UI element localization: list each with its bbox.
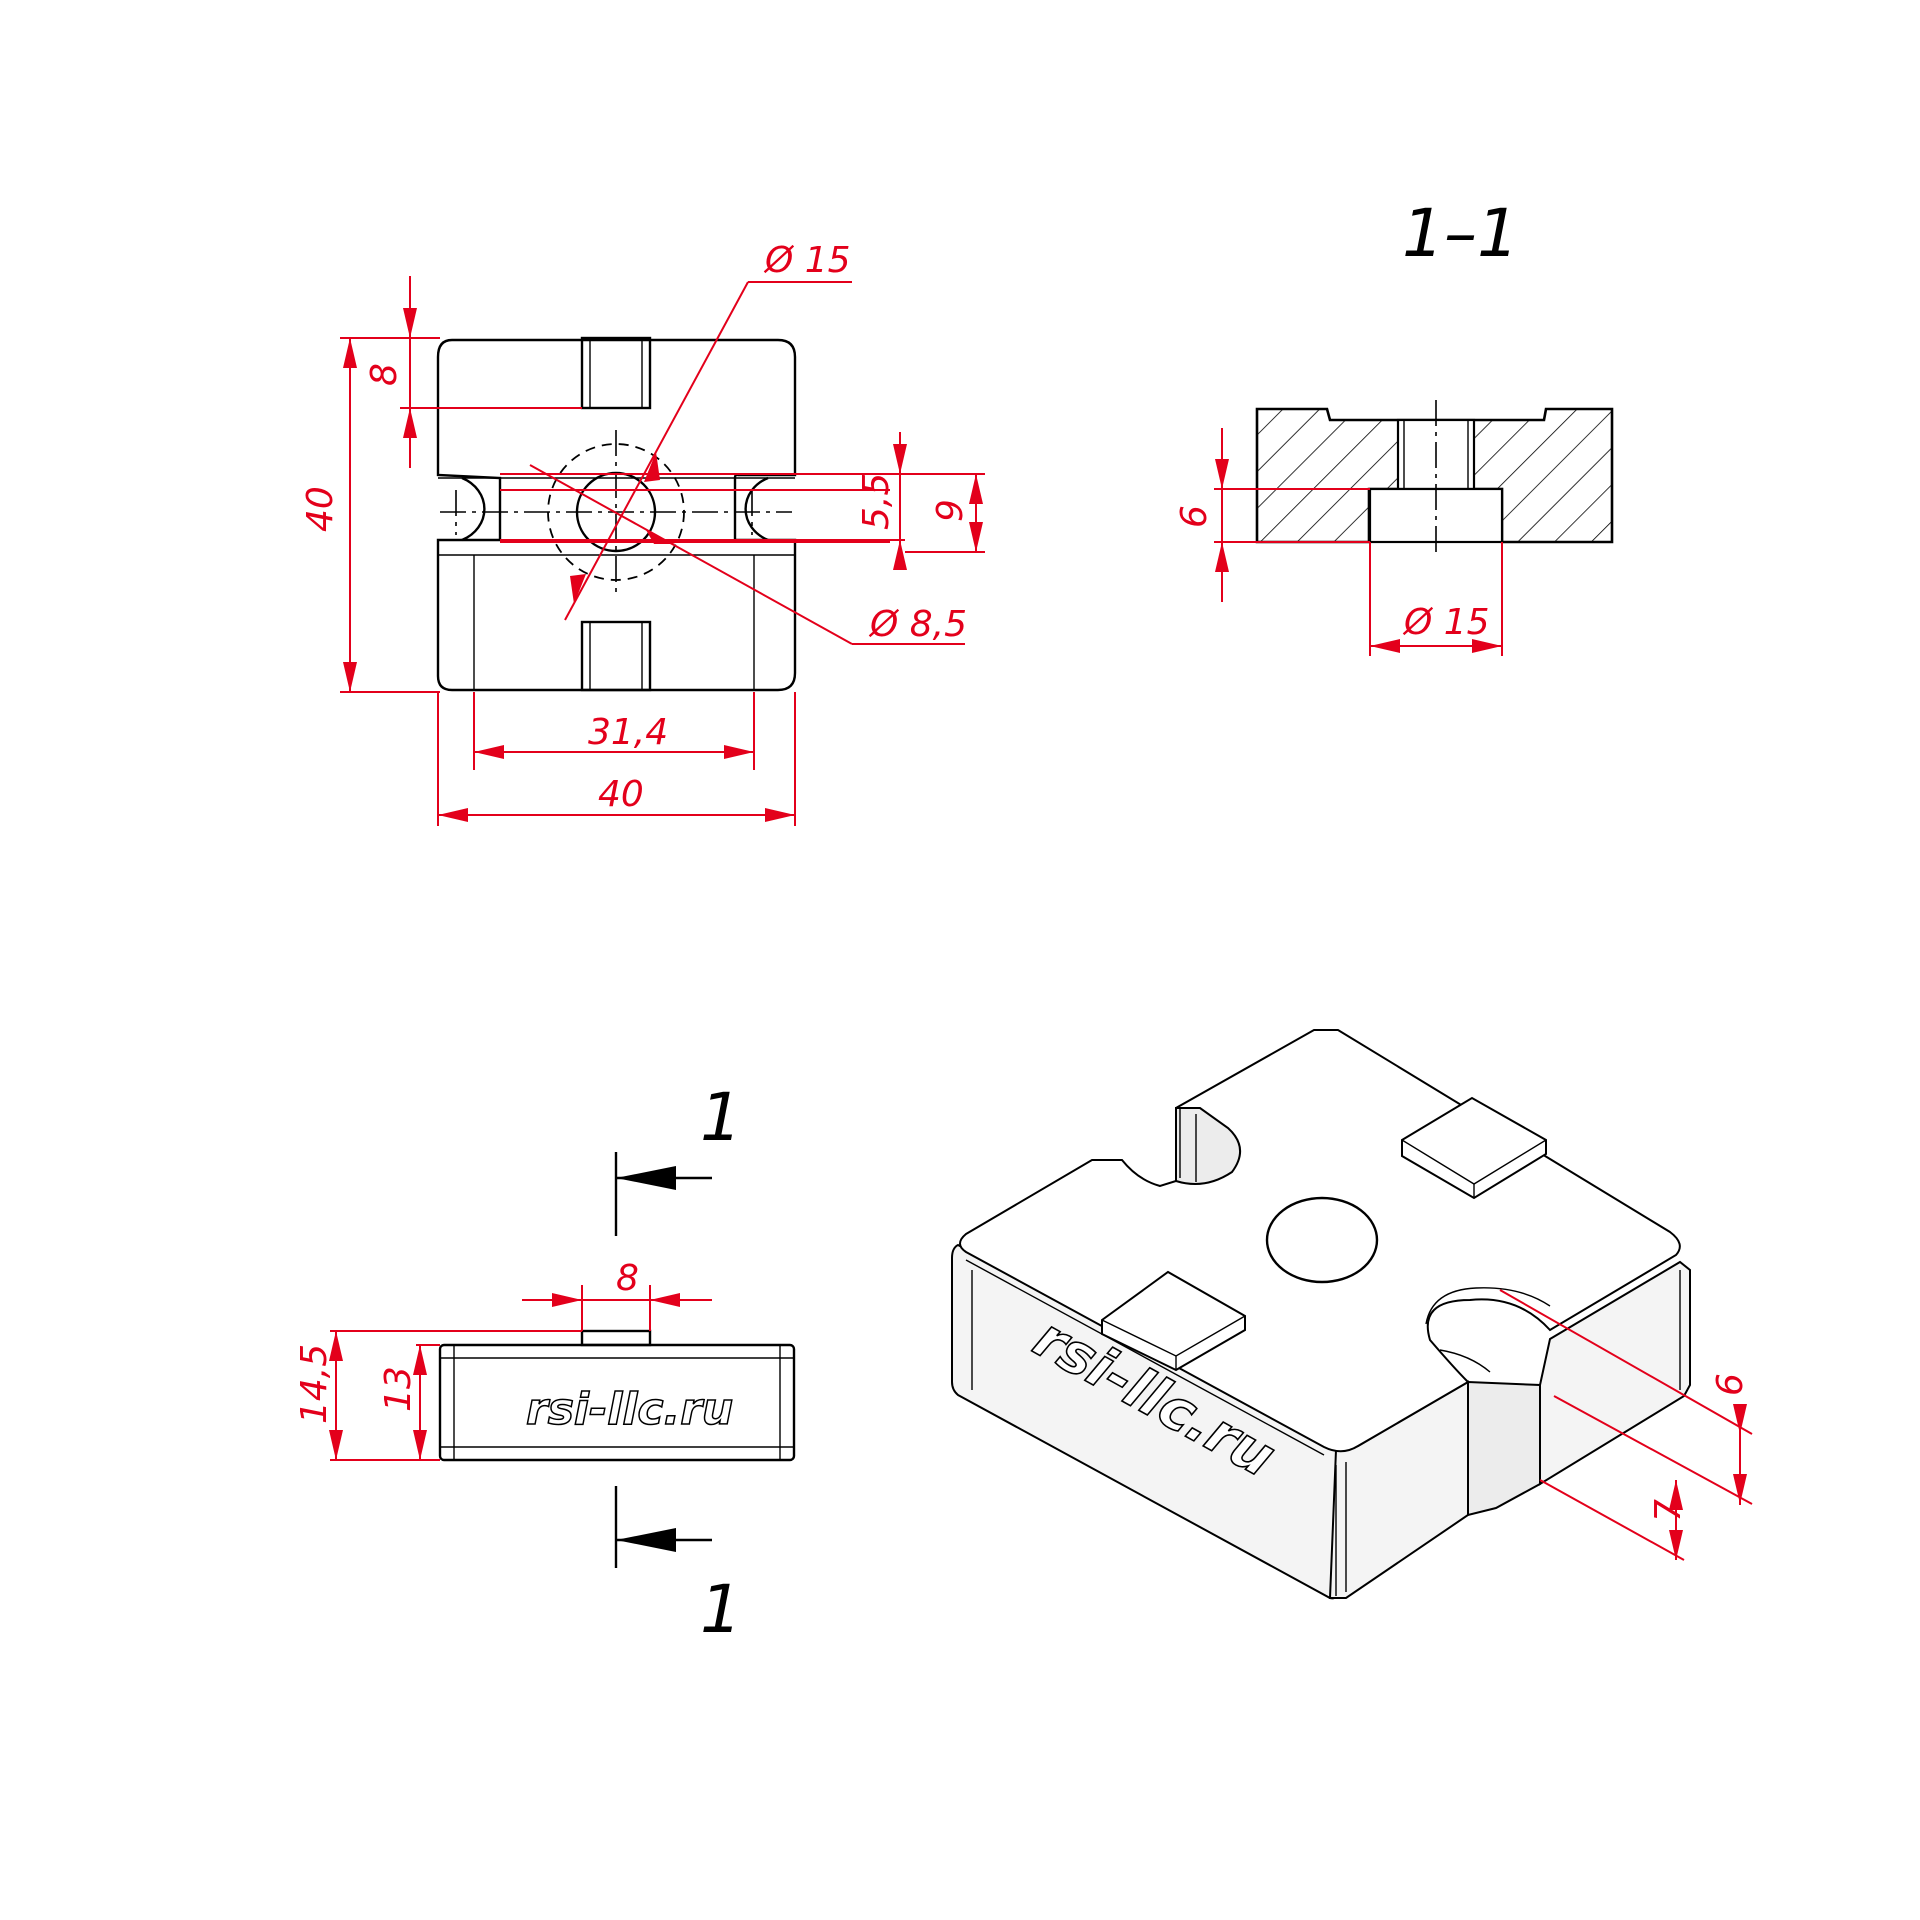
slot-end-right xyxy=(744,476,769,542)
section-mark-label-bottom: 1 xyxy=(700,1571,742,1648)
side-tab xyxy=(580,1329,652,1347)
dim-label-9: 9 xyxy=(930,499,971,522)
dim-label-diameter-8-5: Ø 8,5 xyxy=(868,604,967,645)
plan-view: Ø 15 Ø 8,5 40 8 5,5 9 31,4 40 xyxy=(300,240,985,826)
slot-end-left xyxy=(461,476,486,542)
dim-label-diameter-15: Ø 15 xyxy=(1402,602,1490,643)
dim-label-width-40: 40 xyxy=(598,774,644,815)
side-dimensions xyxy=(329,1285,712,1461)
dim-label-31-4: 31,4 xyxy=(588,712,668,753)
dim-label-iso-6: 6 xyxy=(1710,1373,1751,1396)
dim-label-5-5: 5,5 xyxy=(856,473,897,530)
plan-dimensions xyxy=(340,276,985,826)
section-mark-label-top: 1 xyxy=(700,1079,742,1156)
dim-label-height-40: 40 xyxy=(300,486,341,532)
dim-label-tab-8: 8 xyxy=(616,1258,639,1299)
dim-label-6: 6 xyxy=(1174,505,1215,528)
tab-top xyxy=(580,336,652,410)
iso-dimensions xyxy=(1499,1289,1753,1561)
dim-label-13: 13 xyxy=(378,1366,419,1412)
iso-slot-wall xyxy=(1467,1380,1541,1517)
iso-slot-notch-left xyxy=(1175,1107,1241,1185)
iso-through-hole xyxy=(1265,1196,1379,1284)
tab-bottom xyxy=(580,620,652,692)
section-dimensions xyxy=(1214,428,1503,656)
dim-label-diameter-15: Ø 15 xyxy=(763,240,851,281)
dim-label-14-5: 14,5 xyxy=(294,1344,335,1424)
section-view: 1–1 6 Ø 15 xyxy=(1174,195,1614,656)
side-view: 1 1 rsi-llc.ru 8 14,5 13 xyxy=(294,1079,796,1648)
plan-outline xyxy=(436,338,797,692)
side-engraving: rsi-llc.ru xyxy=(526,1384,733,1435)
dim-label-iso-7: 7 xyxy=(1648,1499,1689,1522)
dim-label-8: 8 xyxy=(364,363,405,386)
iso-view: rsi-llc.ru 6 7 xyxy=(951,1029,1753,1600)
iso-tab-back xyxy=(1401,1096,1547,1200)
section-title: 1–1 xyxy=(1402,195,1519,272)
